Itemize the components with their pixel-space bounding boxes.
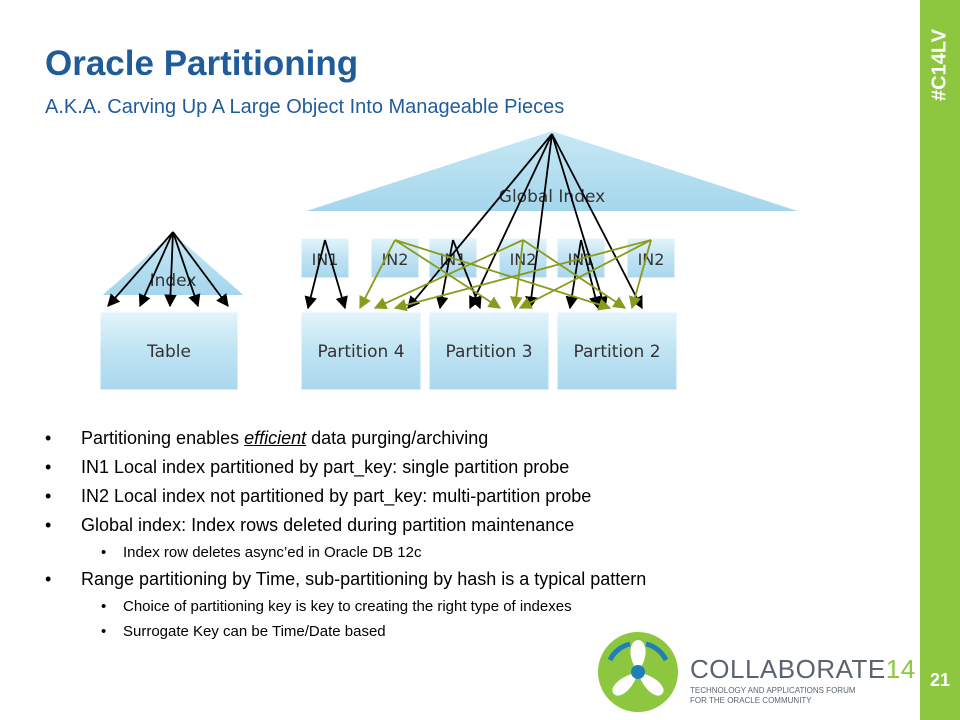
partition-box <box>428 311 550 391</box>
arrow <box>172 231 201 308</box>
index-arrows <box>107 231 229 308</box>
hashtag-text: #C14LV <box>928 29 951 101</box>
partition-box <box>300 311 422 391</box>
arrow <box>551 133 608 310</box>
arrow <box>359 239 396 310</box>
arrow <box>107 231 174 307</box>
sub-bullet-item: Choice of partitioning key is key to cre… <box>45 594 885 619</box>
arrow <box>304 239 326 310</box>
arrow <box>510 239 524 310</box>
arrow <box>407 133 553 309</box>
hashtag-label: #C14LV <box>920 10 960 120</box>
slide-title: Oracle Partitioning <box>45 44 359 83</box>
bullet-item: Partitioning enables efficient data purg… <box>45 424 885 453</box>
arrow <box>522 239 627 309</box>
bullet-list: Partitioning enables efficient data purg… <box>45 424 885 644</box>
page-number: 21 <box>929 670 951 690</box>
arrow <box>580 239 602 310</box>
arrow <box>551 133 643 310</box>
bullet-item: IN2 Local index not partitioned by part_… <box>45 482 885 511</box>
arrow <box>469 133 553 310</box>
sidebar-band: #C14LV 21 <box>920 0 960 720</box>
global-index-triangle <box>299 128 805 213</box>
local-index-label: IN2 <box>510 250 537 269</box>
partition-box <box>556 311 678 391</box>
global-index-label: Global Index <box>499 187 605 207</box>
arrow <box>628 239 652 310</box>
local-index-label: IN2 <box>638 250 665 269</box>
arrow <box>393 239 652 312</box>
in2-arrows <box>359 239 652 312</box>
sub-bullet-item: Index row deletes async’ed in Oracle DB … <box>45 540 885 565</box>
partition-label: Partition 4 <box>317 342 404 362</box>
index-label: Index <box>150 271 197 291</box>
brand-name: COLLABORATE14 <box>690 654 916 685</box>
arrow <box>164 231 177 308</box>
table-box <box>99 311 239 391</box>
table-label: Table <box>146 342 191 362</box>
arrow <box>138 231 174 308</box>
bullet-item: Range partitioning by Time, sub-partitio… <box>45 565 885 594</box>
brand-word: COLLABORATE <box>690 654 886 684</box>
bullet-text: data purging/archiving <box>306 428 489 448</box>
bullet-item: IN1 Local index partitioned by part_key:… <box>45 453 885 482</box>
local-index-box <box>300 237 350 279</box>
brand-number: 14 <box>885 654 916 684</box>
arrow <box>394 239 612 311</box>
bullet-text: Partitioning enables <box>81 428 245 448</box>
brand-tagline: TECHNOLOGY AND APPLICATIONS FORUM FOR TH… <box>690 686 890 706</box>
arrow <box>518 239 652 309</box>
arrow <box>324 239 348 310</box>
global-index-arrows <box>407 133 643 310</box>
arrow <box>172 231 229 308</box>
partitioning-diagram: Global Index Index IN1 IN2 IN1 IN2 IN1 I… <box>99 128 805 391</box>
arrow <box>373 239 524 309</box>
tagline-line: TECHNOLOGY AND APPLICATIONS FORUM <box>690 686 856 695</box>
partition-label: Partition 2 <box>573 342 660 362</box>
tagline-line: FOR THE ORACLE COMMUNITY <box>690 696 812 705</box>
emphasis-text: efficient <box>244 428 307 448</box>
arrow <box>525 133 553 310</box>
bullet-item: Global index: Index rows deleted during … <box>45 511 885 540</box>
slide-subtitle: A.K.A. Carving Up A Large Object Into Ma… <box>45 96 565 118</box>
arrow <box>452 239 482 310</box>
local-index-row: IN1 IN2 IN1 IN2 IN1 IN2 <box>300 237 676 279</box>
sub-bullet-item: Surrogate Key can be Time/Date based <box>45 619 885 644</box>
collaborate-logo-icon <box>598 632 678 712</box>
partition-label: Partition 3 <box>445 342 532 362</box>
local-index-label: IN1 <box>312 250 339 269</box>
